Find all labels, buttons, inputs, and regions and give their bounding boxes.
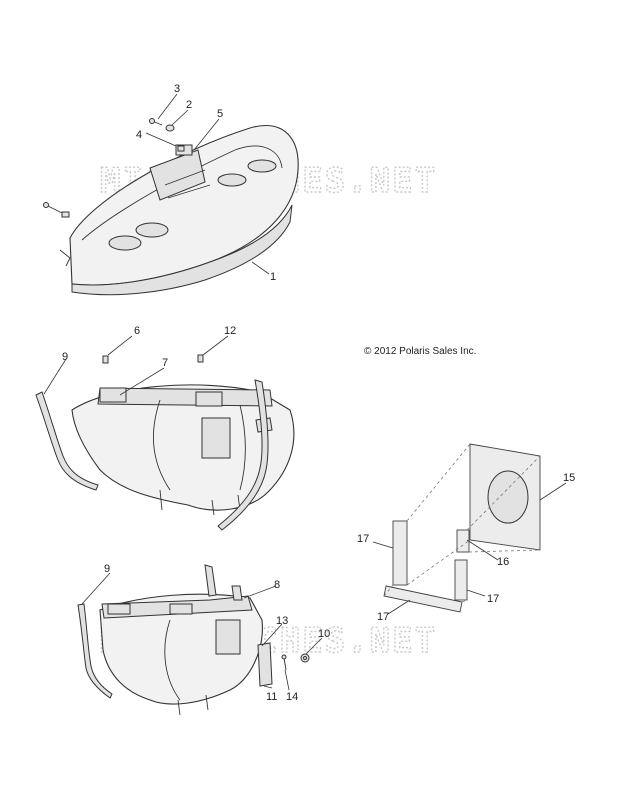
- callout-9-lower: 9: [104, 563, 110, 575]
- screw-14: [281, 654, 287, 671]
- callout-7: 7: [162, 357, 168, 369]
- callout-10: 10: [318, 628, 330, 640]
- callout-6: 6: [134, 325, 140, 337]
- seal-strip-right-lower: [204, 564, 243, 601]
- fastener-nut-4: [177, 145, 185, 152]
- dash-tray-assembly: [59, 125, 299, 296]
- copyright-text: © 2012 Polaris Sales Inc.: [364, 346, 476, 357]
- decal-15: [469, 443, 541, 551]
- callout-12: 12: [224, 325, 236, 337]
- callout-4: 4: [136, 129, 142, 141]
- fastener-screw-3: [149, 118, 163, 126]
- callout-17-left: 17: [357, 533, 369, 545]
- callout-5: 5: [217, 108, 223, 120]
- fastener-washer-2: [165, 124, 175, 132]
- clip-10: [300, 653, 310, 663]
- callout-15: 15: [563, 472, 575, 484]
- lower-dash-panel-upper: [71, 384, 295, 516]
- screw-12: [197, 354, 204, 363]
- callout-3: 3: [174, 83, 180, 95]
- decal-17-left: [392, 520, 408, 586]
- callout-8: 8: [274, 579, 280, 591]
- side-screw: [43, 202, 70, 218]
- callout-11: 11: [266, 691, 277, 703]
- callout-16: 16: [497, 556, 509, 568]
- seal-strip-right-upper: [217, 379, 269, 531]
- callout-2: 2: [186, 99, 192, 111]
- bracket-11: [257, 642, 273, 687]
- seal-strip-9-upper: [35, 391, 99, 491]
- callout-1: 1: [270, 271, 276, 283]
- callout-9-upper: 9: [62, 351, 68, 363]
- decal-17-right: [454, 559, 468, 601]
- lower-dash-panel-lower: [99, 593, 263, 716]
- callout-17-bottom: 17: [377, 611, 389, 623]
- seal-strip-9-lower: [77, 603, 113, 699]
- callout-13: 13: [276, 615, 288, 627]
- callout-17-right: 17: [487, 593, 499, 605]
- decal-16: [456, 529, 470, 553]
- screw-6: [102, 355, 109, 364]
- callout-14: 14: [286, 691, 298, 703]
- decal-17-bottom: [383, 585, 463, 613]
